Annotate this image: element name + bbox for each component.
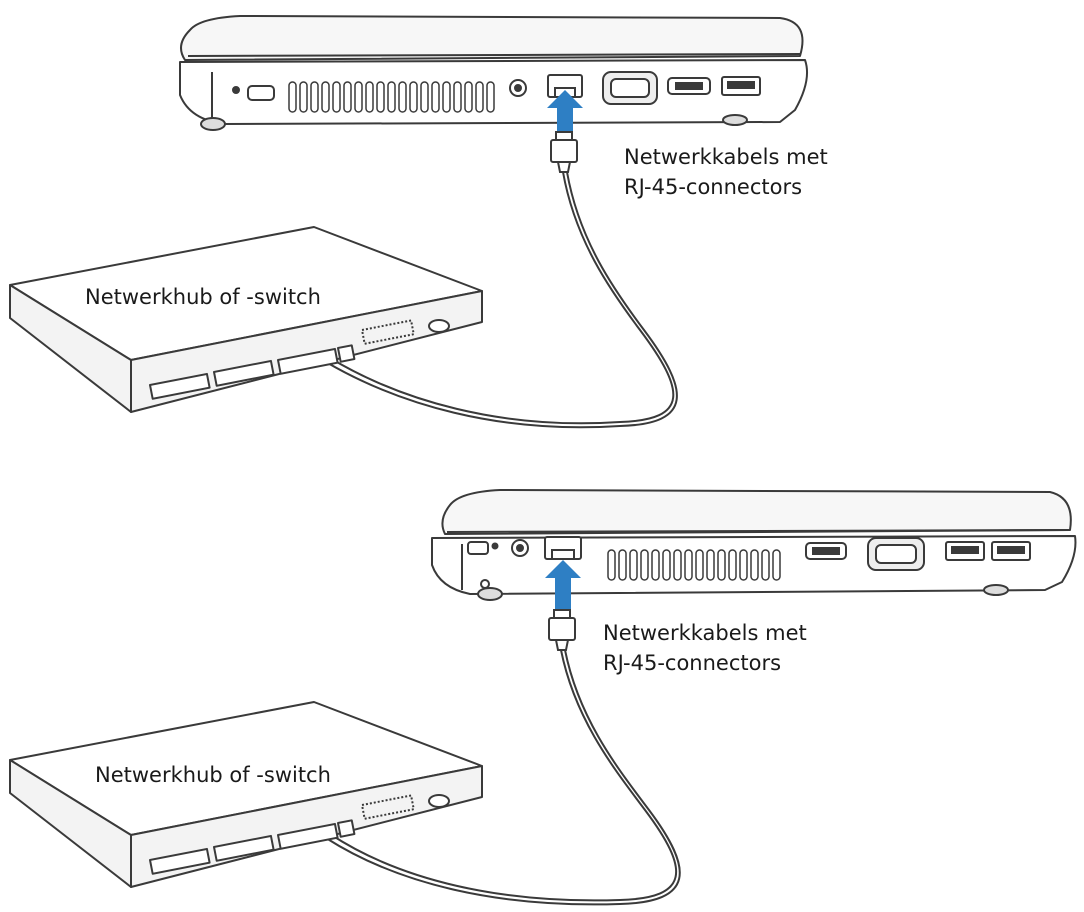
hub-label-1: Netwerkhub of -switch [85,285,321,309]
laptop-2-ports [511,536,1031,571]
arrow-1 [547,90,583,132]
cable-label-2-line2: RJ-45-connectors [603,651,782,675]
switch-1 [9,226,483,413]
cable-label-1: Netwerkkabels met RJ-45-connectors [624,142,828,202]
cable-label-2: Netwerkkabels met RJ-45-connectors [603,618,807,678]
cable-label-2-line1: Netwerkkabels met [603,621,807,645]
hub-label-2: Netwerkhub of -switch [95,763,331,787]
cable-1 [325,171,678,429]
rj45-plug-1 [550,131,578,173]
arrow-2 [545,560,581,610]
laptop-1-ports [509,71,761,105]
laptop-1 [179,15,808,131]
cable-2 [325,649,681,906]
cable-label-1-line2: RJ-45-connectors [624,175,803,199]
cable-label-1-line1: Netwerkkabels met [624,145,828,169]
rj45-plug-2 [548,609,576,651]
switch-2 [9,701,483,888]
